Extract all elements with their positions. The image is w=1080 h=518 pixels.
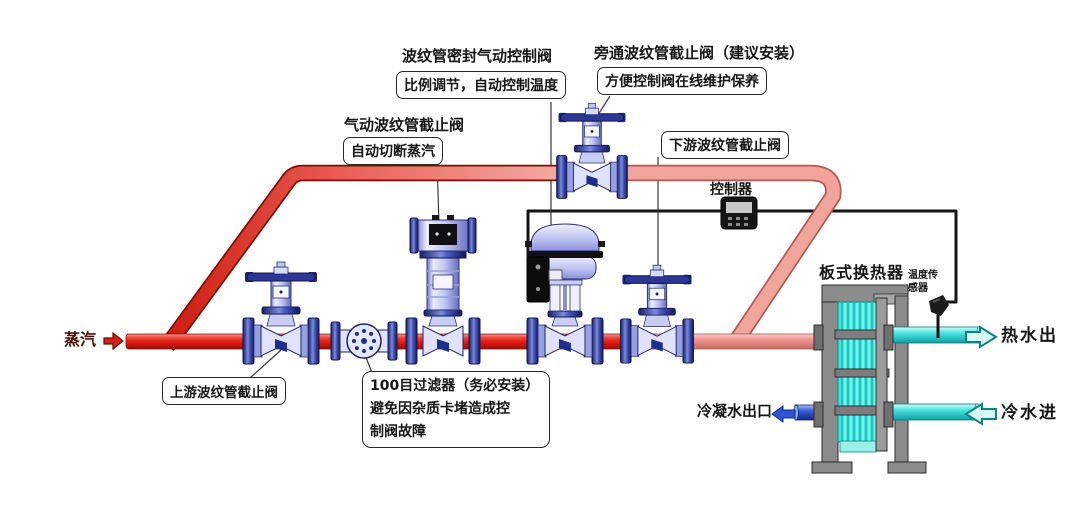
cold-water-pipe <box>881 403 980 421</box>
upstream-valve-label: 上游波纹管截止阀 <box>162 377 286 405</box>
downstream-valve-label: 下游波纹管截止阀 <box>661 131 789 159</box>
upstream-shutoff-valve <box>242 261 320 365</box>
pneumatic-shutoff-valve <box>405 215 481 365</box>
control-valve-note: 比例调节，自动控制温度 <box>396 71 566 99</box>
pneumatic-valve-title: 气动波纹管截止阀 <box>344 116 465 134</box>
cold-water-in-label: 冷水进 <box>1001 403 1058 423</box>
pneumatic-valve-note: 自动切断蒸汽 <box>343 137 443 165</box>
hot-water-arrow <box>965 325 998 349</box>
strainer-filter <box>330 321 398 361</box>
controller-label: 控制器 <box>710 182 752 198</box>
condensate-arrow <box>771 405 796 423</box>
control-valve <box>525 223 605 365</box>
controller-device <box>720 196 758 230</box>
plate-heat-exchanger <box>811 284 982 474</box>
control-valve-title: 波纹管密封气动控制阀 <box>402 47 553 65</box>
bypass-valve-title: 旁通波纹管截止阀（建议安装） <box>594 44 805 62</box>
hot-water-out-label: 热水出 <box>1001 326 1058 346</box>
steam-arrow <box>103 331 124 351</box>
bypass-shutoff-valve <box>556 103 628 199</box>
temperature-sensor <box>929 295 949 338</box>
cold-water-arrow <box>964 402 997 426</box>
heat-exchanger-label: 板式换热器 <box>819 263 905 282</box>
downstream-shutoff-valve <box>620 264 694 364</box>
temp-sensor-label: 温度传 感器 <box>908 270 938 294</box>
bypass-valve-note: 方便控制阀在线维护保养 <box>597 67 767 95</box>
steam-in-label: 蒸汽 <box>64 330 97 349</box>
condensate-out-label: 冷凝水出口 <box>697 402 773 420</box>
filter-note: 100目过滤器（务必安装） 避免因杂质卡堵造成控 制阀故障 <box>362 371 550 448</box>
bypass-pipe <box>160 164 842 351</box>
